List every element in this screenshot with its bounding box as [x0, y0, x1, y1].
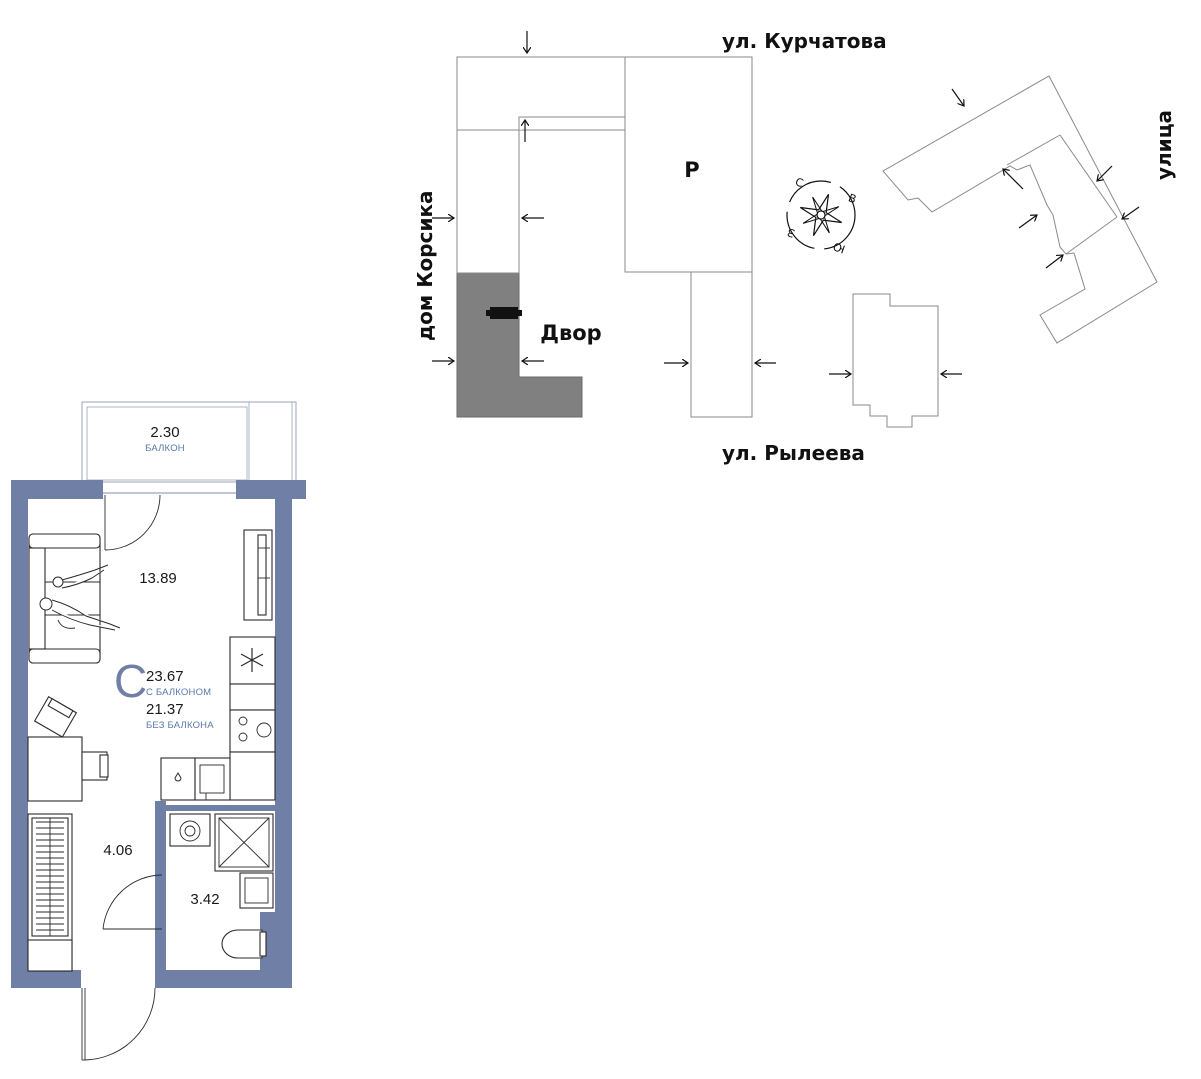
main-building-complex — [456, 56, 753, 418]
compass-star-icon — [800, 194, 842, 236]
car-icon — [486, 307, 522, 319]
tv-stand — [243, 529, 273, 621]
bathroom-fixtures — [169, 813, 274, 959]
balcony — [81, 401, 297, 483]
kitchen — [160, 636, 276, 801]
neighbor-building-angled — [882, 75, 1158, 344]
compass-north-label: С — [793, 175, 805, 190]
apartment-walls — [11, 480, 306, 988]
snowflake-icon — [240, 648, 264, 672]
balcony-label: БАЛКОН — [145, 443, 185, 454]
people-icon — [39, 564, 121, 631]
entrance-arrow — [1097, 165, 1113, 181]
sofa — [28, 533, 101, 664]
neighbor-building-small — [852, 293, 939, 428]
street-right-label: улица — [1152, 110, 1176, 180]
compass-west-label: З — [786, 225, 797, 240]
highlighted-building-section — [456, 272, 583, 418]
entrance-arrow — [1122, 206, 1140, 219]
street-bottom-label: ул. Рылеева — [722, 441, 865, 465]
balcony-area: 2.30 — [150, 424, 179, 441]
entrance-door — [81, 987, 156, 1061]
entrance-arrows — [432, 31, 1140, 374]
street-left-label: дом Корсика — [413, 190, 437, 341]
courtyard-label: Двор — [540, 321, 601, 345]
entrance-arrow — [1018, 215, 1037, 229]
apartment-type-letter: С — [114, 655, 147, 707]
water-drop-icon — [174, 772, 182, 782]
balcony-door — [104, 494, 161, 551]
compass-south-label: Ю — [831, 239, 847, 255]
parking-label: Р — [684, 158, 699, 182]
entrance-arrow — [1045, 255, 1063, 269]
site-plan: Р Двор ул. Курчатова ул. Рылеева дом Кор… — [413, 29, 1176, 465]
compass-rose: С В Ю З — [786, 175, 858, 255]
total-area-with-balcony: 23.67 — [146, 668, 184, 685]
work-desk — [27, 695, 109, 802]
stove-burners-icon — [238, 716, 272, 742]
entrance-arrow — [1003, 169, 1024, 190]
bathroom-door — [102, 874, 163, 930]
wardrobe — [27, 813, 73, 972]
bathroom-area: 3.42 — [190, 891, 219, 908]
apartment-floor-plan: 2.30 БАЛКОН 13.89 4.06 3.42 С 23.67 С БА… — [11, 401, 306, 1061]
with-balcony-label: С БАЛКОНОМ — [146, 687, 211, 698]
compass-east-label: В — [846, 191, 858, 206]
living-room-area: 13.89 — [139, 570, 177, 587]
entrance-arrow — [951, 88, 964, 106]
total-area-without-balcony: 21.37 — [146, 701, 184, 718]
without-balcony-label: БЕЗ БАЛКОНА — [146, 720, 214, 731]
street-top-label: ул. Курчатова — [722, 29, 887, 53]
hallway-area: 4.06 — [103, 842, 132, 859]
